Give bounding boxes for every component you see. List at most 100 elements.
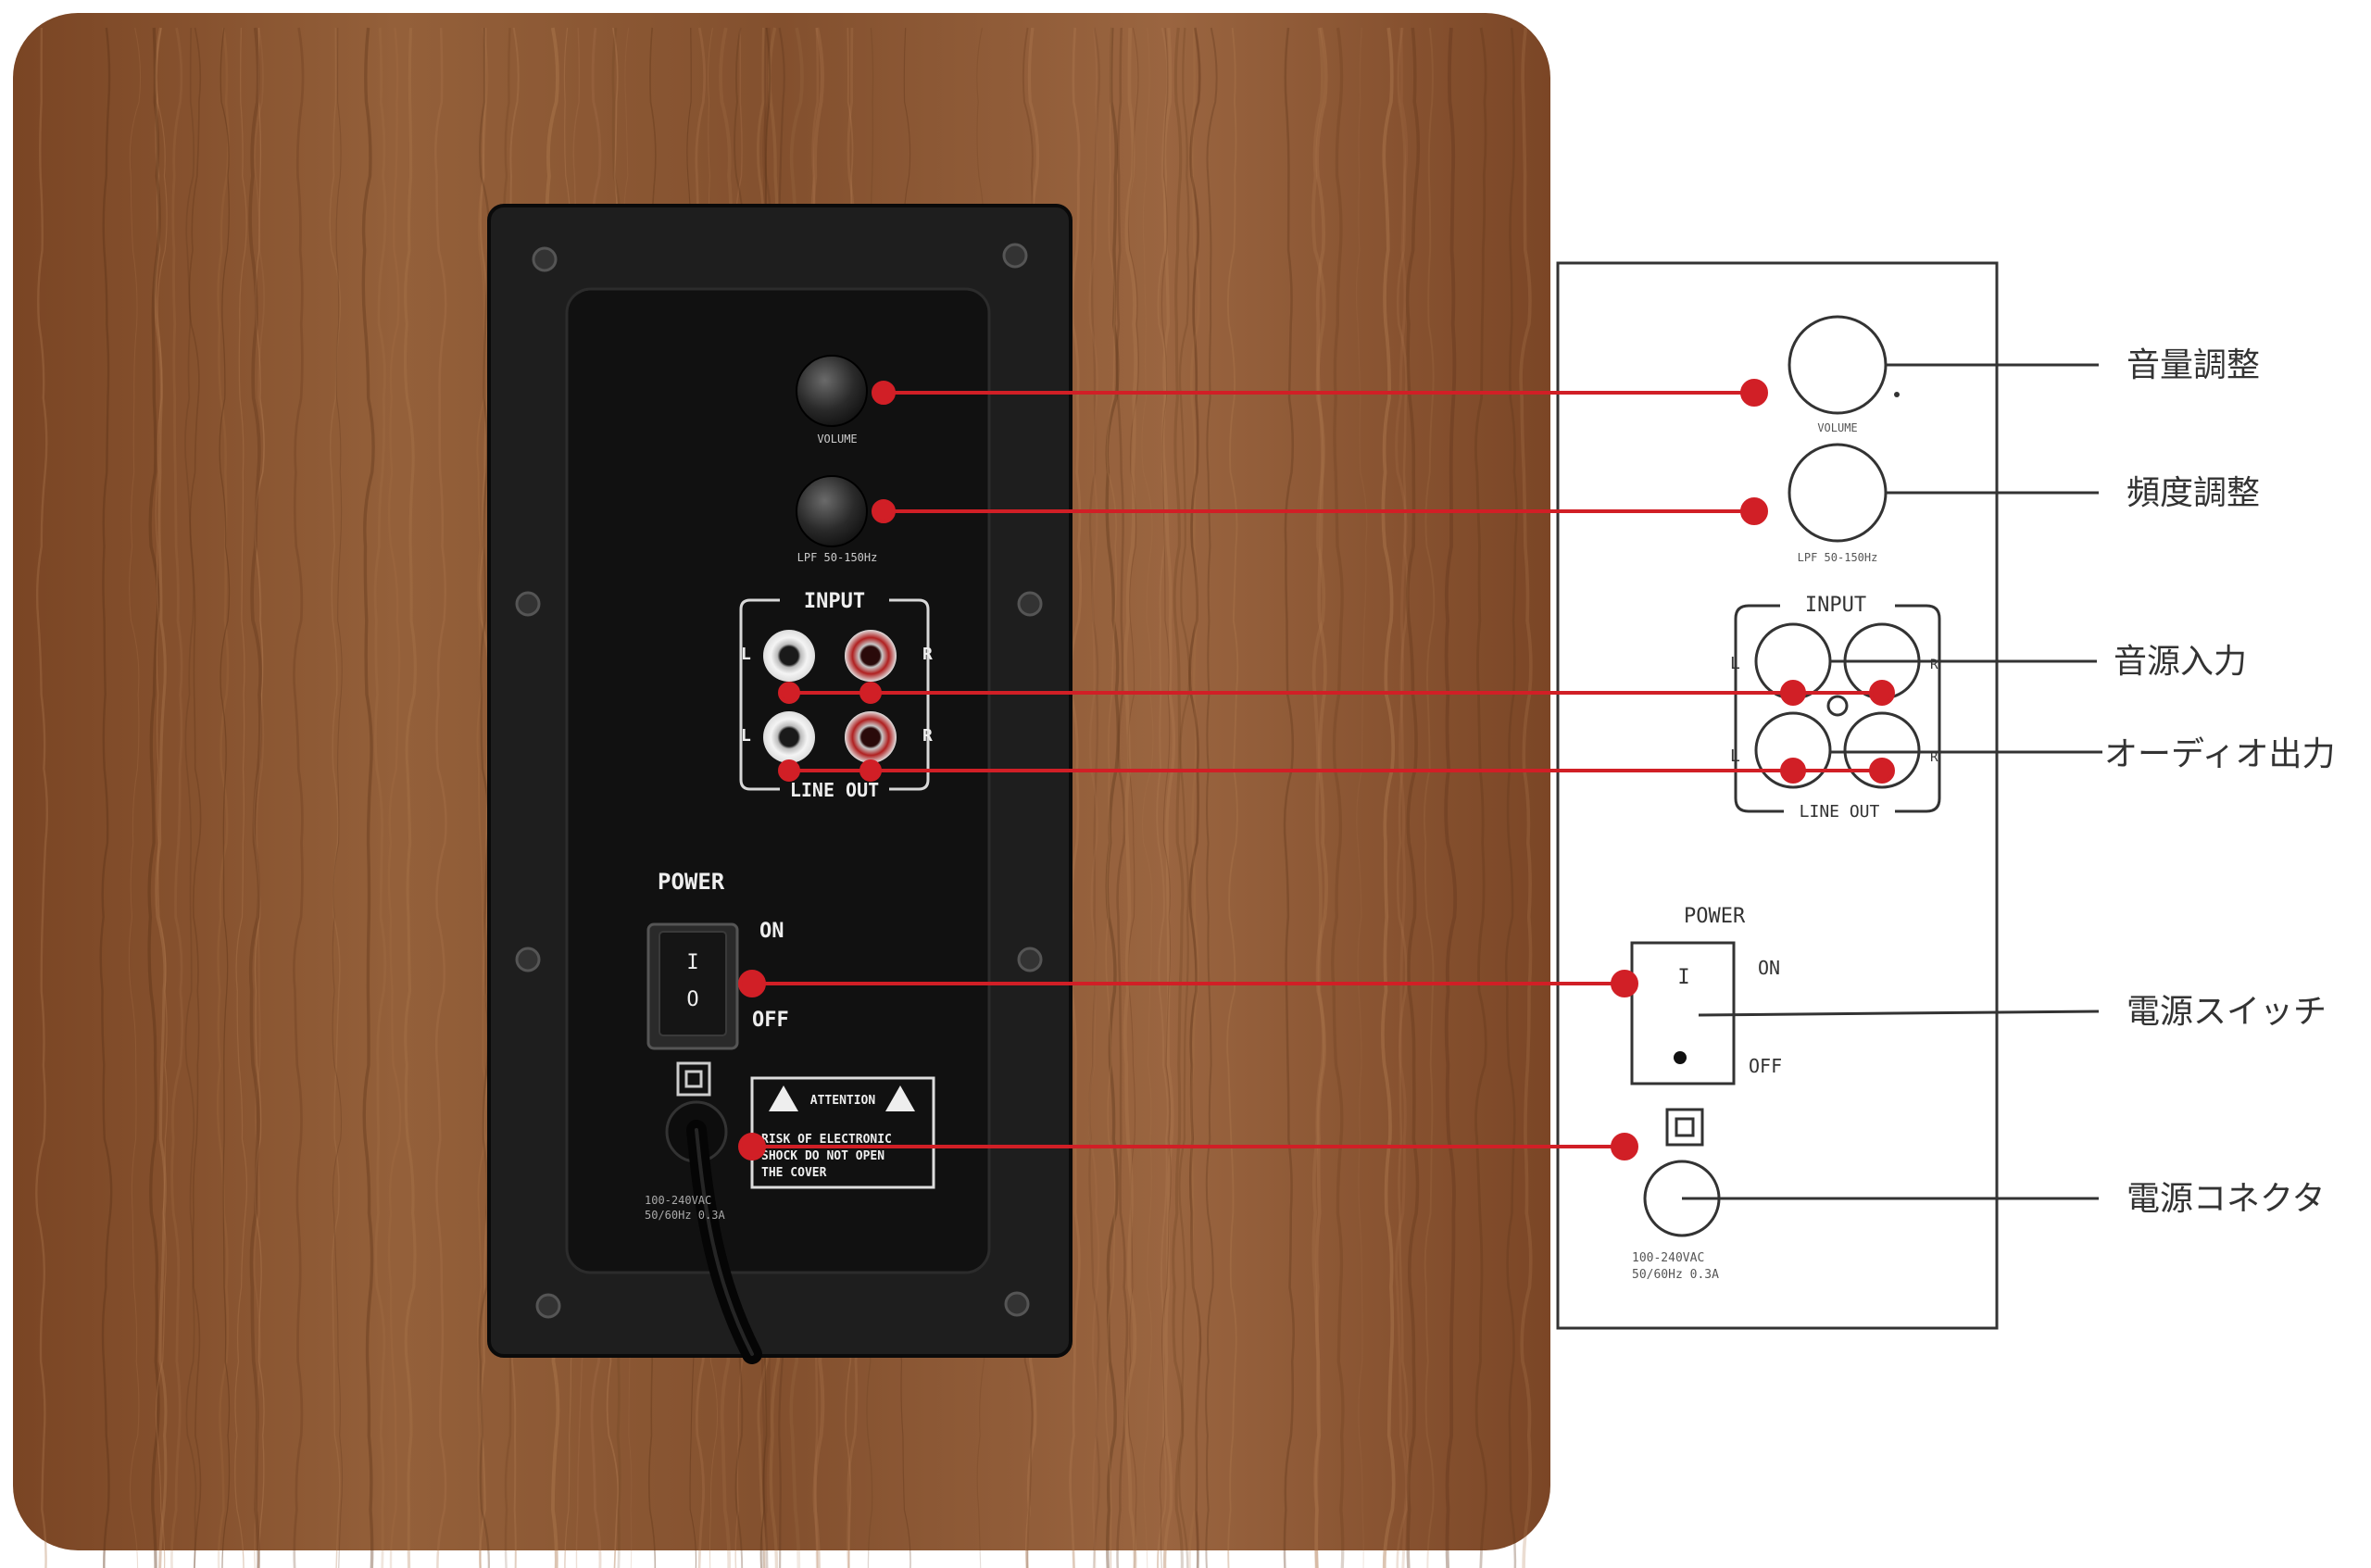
wood-grain-streak	[1395, 27, 1409, 1568]
schematic-rating-line2: 50/60Hz 0.3A	[1632, 1268, 1719, 1282]
wood-grain-streak	[1188, 27, 1202, 1568]
power-cable-highlight	[695, 1128, 754, 1356]
connector-volume-dot-end	[1740, 379, 1768, 407]
attention-line-2: SHOCK DO NOT OPEN	[761, 1149, 884, 1163]
double-insulation-inner-icon	[684, 1070, 703, 1088]
photo-output-right-marker: R	[922, 726, 933, 746]
volume-knob[interactable]	[796, 355, 868, 427]
schematic-switch-off-dot	[1674, 1051, 1687, 1064]
wood-grain-streak	[361, 27, 375, 1568]
wood-grain-streak	[433, 27, 447, 1568]
photo-io-bracket-left	[739, 598, 780, 791]
switch-off-symbol: O	[686, 988, 698, 1011]
schematic-input-left-marker: L	[1730, 654, 1740, 673]
wood-grain-streak	[1504, 27, 1518, 1568]
photo-line-out-title: LINE OUT	[790, 779, 879, 801]
photo-output-left-marker: L	[741, 726, 751, 746]
screw-icon	[532, 246, 558, 272]
schematic-double-insulation-icon	[1665, 1108, 1704, 1147]
power-rocker-switch[interactable]	[659, 931, 727, 1036]
screw-icon	[1017, 947, 1043, 972]
attention-line-1: RISK OF ELECTRONIC	[761, 1133, 892, 1147]
wood-grain-streak	[1172, 27, 1185, 1568]
schematic-power-title: POWER	[1684, 905, 1746, 928]
wood-grain-streak	[1311, 27, 1326, 1568]
wood-grain-streak	[1355, 27, 1368, 1568]
input-left-jack[interactable]	[763, 630, 815, 682]
wood-grain-streak	[169, 27, 184, 1568]
wood-grain-streak	[1087, 27, 1100, 1568]
leader-power-switch	[1698, 1010, 2100, 1017]
schematic-double-insulation-inner-icon	[1675, 1117, 1695, 1137]
schematic-off-label: OFF	[1749, 1055, 1782, 1077]
schematic-input-right-marker: R	[1930, 658, 1938, 672]
connector-output-dot-schematic-right	[1869, 758, 1895, 784]
connector-frequency-dot-start	[872, 499, 896, 523]
rear-panel-photo: VOLUME LPF 50-150Hz INPUT LINE OUT L R L…	[487, 204, 1073, 1364]
photo-frequency-caption: LPF 50-150Hz	[797, 551, 878, 564]
photo-off-label: OFF	[752, 1009, 789, 1032]
photo-on-label: ON	[759, 920, 784, 943]
schematic-center-ring	[1826, 695, 1849, 717]
wood-grain-streak	[1405, 27, 1421, 1568]
schematic-rating-line1: 100-240VAC	[1632, 1251, 1704, 1265]
wood-grain-streak	[1161, 27, 1176, 1568]
schematic-frame	[1556, 261, 1999, 1330]
connector-power-connector-dot-start	[738, 1133, 766, 1160]
switch-on-symbol: I	[686, 951, 698, 974]
connector-power-switch-dot-start	[738, 970, 766, 997]
photo-input-left-marker: L	[741, 645, 751, 664]
output-right-jack[interactable]	[845, 711, 897, 763]
connector-output-dot-schematic-left	[1780, 758, 1806, 784]
wood-grain-streak	[1313, 27, 1328, 1568]
connector-output-dot-left	[778, 759, 800, 782]
wood-grain-streak	[216, 27, 230, 1568]
wood-grain-streak	[1474, 27, 1488, 1568]
frequency-knob[interactable]	[796, 475, 868, 547]
callout-audio-input: 音源入力	[2114, 643, 2247, 681]
wood-grain-streak	[1519, 27, 1533, 1568]
wood-grain-streak	[1226, 27, 1239, 1568]
wood-grain-streak	[403, 27, 417, 1568]
wood-grain-streak	[293, 27, 305, 1568]
connector-input-dot-right	[859, 682, 882, 704]
output-left-jack[interactable]	[763, 711, 815, 763]
wood-grain-streak	[128, 27, 142, 1568]
schematic-input-title: INPUT	[1805, 594, 1866, 617]
double-insulation-icon	[676, 1061, 711, 1097]
schematic-diagram: VOLUME LPF 50-150Hz INPUT LINE OUT L R L…	[1556, 261, 1999, 1330]
wood-grain-streak	[253, 27, 265, 1568]
schematic-frequency-caption: LPF 50-150Hz	[1798, 551, 1878, 564]
photo-input-title: INPUT	[804, 590, 865, 613]
wood-grain-streak	[476, 27, 489, 1568]
wood-grain-streak	[35, 27, 49, 1568]
photo-rating-line1: 100-240VAC	[645, 1194, 711, 1207]
wood-grain-streak	[1141, 27, 1154, 1568]
screw-icon	[515, 947, 541, 972]
connector-output-dot-right	[859, 759, 882, 782]
wood-grain-streak	[332, 27, 344, 1568]
wood-grain-streak	[219, 27, 231, 1568]
wood-grain-streak	[1088, 27, 1101, 1568]
attention-title: ATTENTION	[810, 1094, 876, 1108]
wood-grain-streak	[1381, 27, 1396, 1568]
screw-icon	[1017, 591, 1043, 617]
callout-frequency: 頻度調整	[2126, 474, 2260, 512]
callout-power-connector: 電源コネクタ	[2126, 1180, 2326, 1218]
input-right-jack[interactable]	[845, 630, 897, 682]
wood-grain-streak	[1188, 27, 1200, 1568]
wood-grain-streak	[248, 27, 262, 1568]
schematic-volume-dot	[1894, 392, 1900, 397]
warning-triangle-icon	[769, 1085, 798, 1111]
photo-volume-caption: VOLUME	[817, 433, 857, 445]
screw-icon	[535, 1293, 561, 1319]
wood-grain-streak	[253, 27, 266, 1568]
connector-input-dot-schematic-right	[1869, 680, 1895, 706]
schematic-output-right-jack	[1843, 711, 1921, 789]
wood-grain-streak	[1115, 27, 1129, 1568]
photo-input-right-marker: R	[922, 645, 933, 664]
wood-grain-streak	[99, 27, 113, 1568]
wood-grain-streak	[1396, 27, 1410, 1568]
callout-audio-output: オーディオ出力	[2104, 735, 2335, 773]
